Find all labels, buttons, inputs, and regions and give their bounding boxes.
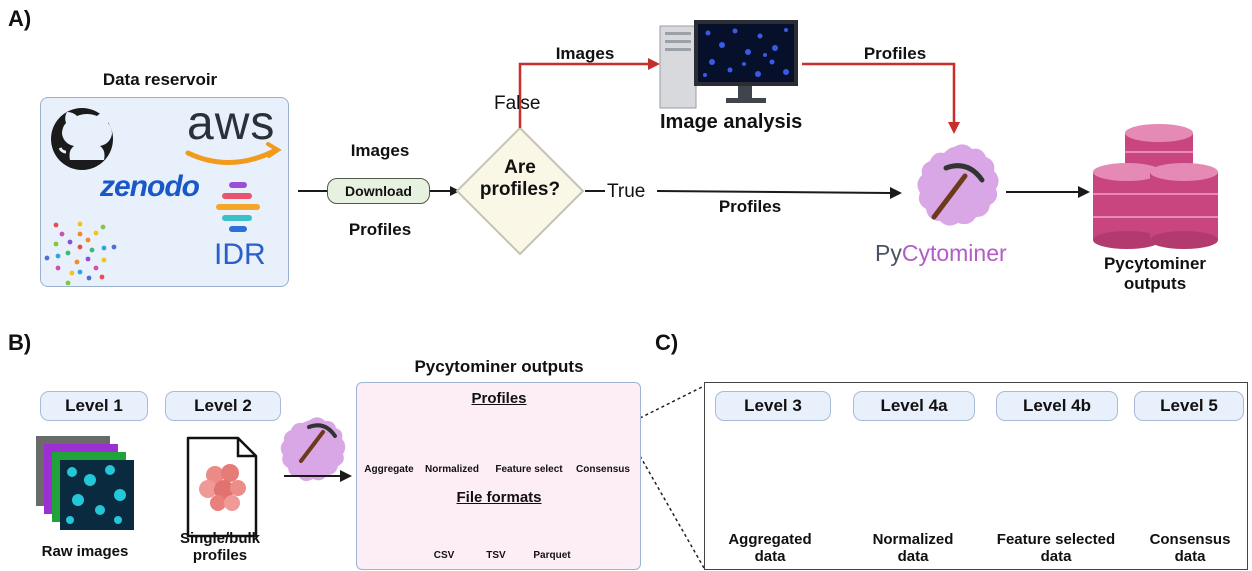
false-label: False	[494, 93, 541, 114]
profile-type-normalized: Normalized	[425, 464, 479, 475]
raw-images-stack-icon	[36, 436, 134, 530]
profile-type-aggregate: Aggregate	[364, 464, 414, 475]
cell-nuclei-screen-icon	[703, 28, 789, 77]
pycytominer-py: Py	[875, 240, 902, 266]
reservoir-title: Data reservoir	[102, 70, 218, 89]
computer-icon	[659, 20, 798, 109]
profiles-label-red: Profiles	[863, 44, 927, 63]
pycytominer-rest: Cytominer	[901, 240, 1007, 266]
true-label: True	[607, 181, 646, 202]
arrow-true-profiles	[656, 190, 893, 194]
level3-pill: Level 3	[715, 391, 831, 421]
panel-c-letter: C)	[655, 330, 679, 355]
feature-selected-data-label: Feature selected data	[996, 531, 1116, 565]
pycytominer-small-icon	[280, 417, 346, 482]
file-formats-heading: File formats	[456, 489, 542, 506]
outputs-title: Pycytominer outputs	[414, 357, 584, 376]
images-label-red: Images	[555, 44, 615, 63]
outputs-box	[356, 382, 641, 570]
download-box: Download	[327, 178, 430, 204]
level5-pill: Level 5	[1134, 391, 1244, 421]
level2-pill: Level 2	[165, 391, 281, 421]
level1-pill: Level 1	[40, 391, 148, 421]
level4b-pill: Level 4b	[996, 391, 1118, 421]
aggregated-data-label: Aggregated data	[728, 531, 812, 565]
images-label-top: Images	[350, 141, 410, 160]
profile-type-consensus: Consensus	[576, 464, 630, 475]
pycytominer-outputs-label: Pycytominer outputs	[1103, 254, 1207, 293]
panel-b-letter: B)	[8, 330, 32, 355]
consensus-data-label: Consensus data	[1149, 531, 1231, 565]
idr-logo-text: IDR	[214, 238, 266, 271]
panel-a-letter: A)	[8, 6, 32, 31]
profile-type-feature-select: Feature select	[495, 464, 563, 475]
single-bulk-profile-doc-icon	[186, 436, 258, 538]
pycytominer-logo-icon	[917, 144, 999, 226]
decision-text: Are profiles?	[479, 157, 561, 200]
profiles-label-bottom: Profiles	[348, 220, 412, 239]
format-csv: CSV	[433, 550, 455, 561]
database-outputs-icon	[1093, 124, 1218, 249]
profiles-heading: Profiles	[471, 390, 527, 407]
image-analysis-label: Image analysis	[660, 111, 803, 133]
zenodo-logo-text: zenodo	[100, 170, 200, 203]
normalized-data-label: Normalized data	[872, 531, 954, 565]
profiles-label-mid: Profiles	[718, 197, 782, 216]
raw-images-label: Raw images	[41, 543, 129, 560]
format-tsv: TSV	[486, 550, 506, 561]
aws-logo-text: aws	[187, 97, 276, 150]
level4a-pill: Level 4a	[853, 391, 975, 421]
format-parquet: Parquet	[533, 550, 571, 561]
red-arrow-profiles	[802, 62, 956, 124]
pycytominer-wordmark: PyCytominer	[875, 240, 1007, 267]
single-bulk-label: Single/bulk profiles	[179, 530, 260, 564]
